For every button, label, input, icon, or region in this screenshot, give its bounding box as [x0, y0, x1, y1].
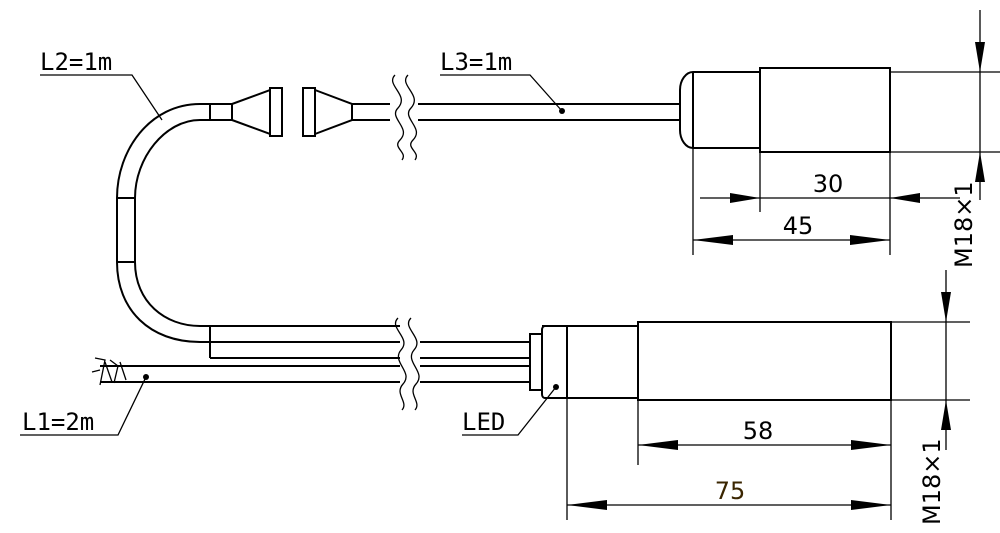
cable-loop-l2 [116, 103, 400, 359]
cable-break-mark-bottom [395, 317, 420, 411]
bottom-dim-75: 75 [715, 477, 746, 505]
label-leaders [20, 74, 563, 436]
top-dim-thread: M18×1 [950, 181, 978, 268]
cable-connector [210, 87, 390, 137]
bottom-dim-thread: M18×1 [918, 438, 946, 525]
bottom-dim-58: 58 [743, 417, 774, 445]
top-sensor [679, 67, 891, 153]
top-dim-45: 45 [783, 212, 814, 240]
cable-break-mark-top [392, 74, 417, 161]
label-l2: L2=1m [40, 48, 112, 76]
label-l3: L3=1m [440, 48, 512, 76]
wire-ends [91, 357, 127, 386]
top-dimension-lines [692, 10, 1000, 255]
label-led: LED [462, 408, 505, 436]
cable-l1 [100, 341, 530, 383]
bottom-dimension-lines [566, 270, 970, 520]
top-dim-30: 30 [813, 170, 844, 198]
label-l1: L1=2m [22, 408, 94, 436]
cable-l3 [418, 103, 680, 121]
bottom-sensor [529, 321, 892, 401]
